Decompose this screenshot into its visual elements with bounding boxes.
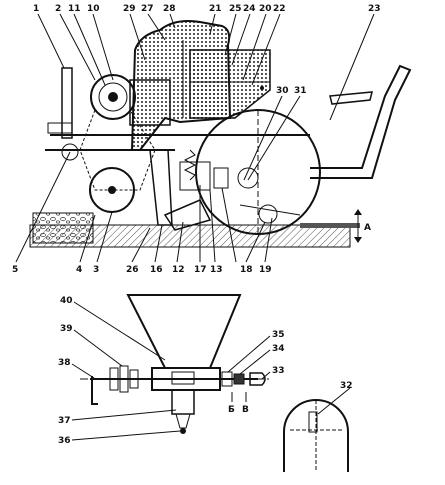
depth-arrow-top <box>354 209 362 215</box>
label-22: 22 <box>273 4 286 14</box>
covering-arm <box>239 204 301 216</box>
label-1: 1 <box>33 4 39 14</box>
label-31: 31 <box>294 86 307 96</box>
collar-35 <box>221 371 233 387</box>
drive-chain <box>79 109 156 191</box>
label-26: 26 <box>126 265 139 275</box>
label-4: 4 <box>76 265 82 275</box>
leader-lines-lower <box>71 301 351 441</box>
adjust-block <box>213 167 229 189</box>
label-19: 19 <box>259 265 272 275</box>
label-sec-b: Б <box>228 405 235 415</box>
label-16: 16 <box>150 265 163 275</box>
label-18: 18 <box>240 265 253 275</box>
leader-lines-upper <box>15 13 375 263</box>
drive-sprocket-inner <box>98 82 128 112</box>
gear-39c <box>129 369 139 389</box>
label-13: 13 <box>210 265 223 275</box>
detail-sides <box>283 432 349 472</box>
part-labels-lower: 40 39 38 35 34 33 Б В 37 36 32 <box>58 296 353 446</box>
funnel-hopper <box>126 294 242 369</box>
drive-sprocket-outer <box>90 74 136 120</box>
label-10: 10 <box>87 4 100 14</box>
label-3: 3 <box>93 265 99 275</box>
label-27: 27 <box>141 4 154 14</box>
gear-39a <box>109 367 119 391</box>
crank-handle-38[interactable] <box>91 376 98 405</box>
detail-cell <box>308 411 318 433</box>
label-39: 39 <box>60 324 73 334</box>
metering-unit-view <box>80 294 349 472</box>
label-24: 24 <box>243 4 256 14</box>
label-36: 36 <box>58 436 71 446</box>
push-handle[interactable] <box>310 64 412 179</box>
planter-side-view <box>29 20 412 248</box>
label-23: 23 <box>368 4 381 14</box>
label-dim-a: А <box>364 223 371 233</box>
pressure-spring <box>183 149 197 181</box>
label-11: 11 <box>68 4 81 14</box>
label-20: 20 <box>259 4 272 14</box>
label-5: 5 <box>12 265 18 275</box>
outlet-nozzle <box>175 413 191 429</box>
spring-bracket <box>179 161 211 191</box>
label-17: 17 <box>194 265 207 275</box>
label-34: 34 <box>272 344 285 354</box>
label-33: 33 <box>272 366 285 376</box>
label-30: 30 <box>276 86 289 96</box>
ground-surface-right <box>300 223 360 228</box>
adjust-knob-33[interactable] <box>249 372 266 386</box>
label-37: 37 <box>58 416 71 426</box>
label-28: 28 <box>163 4 176 14</box>
handle-crossbar[interactable] <box>329 91 373 105</box>
gear-housing <box>129 79 171 126</box>
label-21: 21 <box>209 4 222 14</box>
label-12: 12 <box>172 265 185 275</box>
hitch-bracket <box>47 122 73 134</box>
fertilizer-box <box>189 49 271 119</box>
label-sec-v: В <box>242 405 249 415</box>
front-roller <box>61 143 79 161</box>
label-40: 40 <box>60 296 73 306</box>
covering-wheel <box>258 204 278 224</box>
seed-tube <box>149 149 173 226</box>
label-38: 38 <box>58 358 71 368</box>
nozzle-tip-36 <box>180 428 186 434</box>
press-wheel-hub <box>108 186 116 194</box>
label-32: 32 <box>340 381 353 391</box>
label-35: 35 <box>272 330 285 340</box>
fertilizer-knob <box>260 86 264 90</box>
frame-post <box>61 67 73 139</box>
coulter-shoe <box>163 199 212 231</box>
label-2: 2 <box>55 4 61 14</box>
collar-34 <box>233 373 245 385</box>
depth-arrow-bottom <box>354 237 362 243</box>
label-29: 29 <box>123 4 136 14</box>
drive-sprocket-hub <box>108 92 118 102</box>
soil-clods <box>32 212 94 244</box>
label-25: 25 <box>229 4 242 14</box>
gear-39b <box>119 365 129 393</box>
part-labels-upper: 1 2 11 10 29 27 28 21 25 24 20 22 23 30 … <box>12 4 381 275</box>
